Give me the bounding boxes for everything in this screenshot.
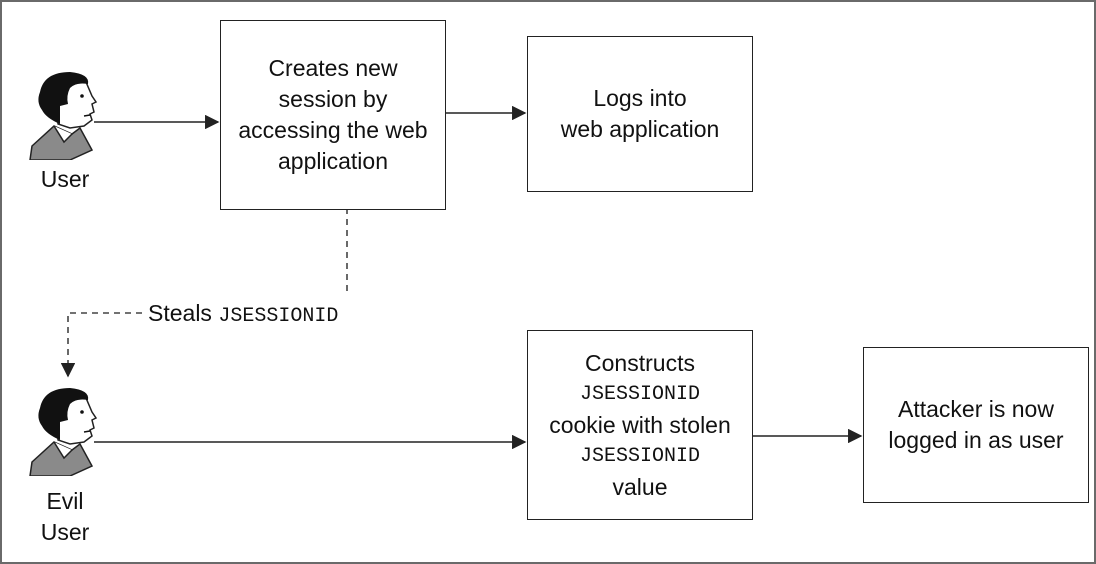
create-session-line4: application bbox=[278, 148, 388, 174]
steal-label-code: JSESSIONID bbox=[218, 305, 339, 328]
logs-in-box: Logs into web application bbox=[527, 36, 753, 192]
attacker-logged-in-line1: Attacker is now bbox=[898, 396, 1054, 422]
construct-cookie-line3: cookie with stolen bbox=[549, 411, 731, 438]
construct-cookie-line2: JSESSIONID bbox=[579, 382, 701, 406]
evil-user-label: Evil User bbox=[26, 486, 104, 548]
dashed-steal-path-left bbox=[60, 312, 142, 378]
steal-label-text: Steals bbox=[148, 300, 212, 326]
create-session-line1: Creates new bbox=[268, 55, 398, 81]
construct-cookie-line5: value bbox=[612, 473, 668, 500]
attacker-logged-in-line2: logged in as user bbox=[888, 427, 1064, 453]
evil-user-label-line2: User bbox=[40, 519, 90, 545]
create-session-box: Creates new session by accessing the web… bbox=[220, 20, 446, 210]
person-head-icon bbox=[29, 72, 98, 160]
person-head-icon bbox=[29, 388, 98, 476]
user-label: User bbox=[40, 166, 90, 192]
steal-label: Steals JSESSIONID bbox=[148, 298, 338, 332]
construct-cookie-box: Constructs JSESSIONID cookie with stolen… bbox=[527, 330, 753, 520]
logs-in-line1: Logs into bbox=[593, 85, 687, 111]
logs-in-line2: web application bbox=[560, 116, 720, 142]
construct-cookie-line4: JSESSIONID bbox=[579, 444, 701, 468]
create-session-line2: session by bbox=[278, 86, 388, 112]
construct-cookie-line1: Constructs bbox=[585, 349, 695, 376]
create-session-line3: accessing the web bbox=[238, 117, 428, 143]
evil-user-label-line1: Evil bbox=[46, 488, 84, 514]
attacker-logged-in-box: Attacker is now logged in as user bbox=[863, 347, 1089, 503]
